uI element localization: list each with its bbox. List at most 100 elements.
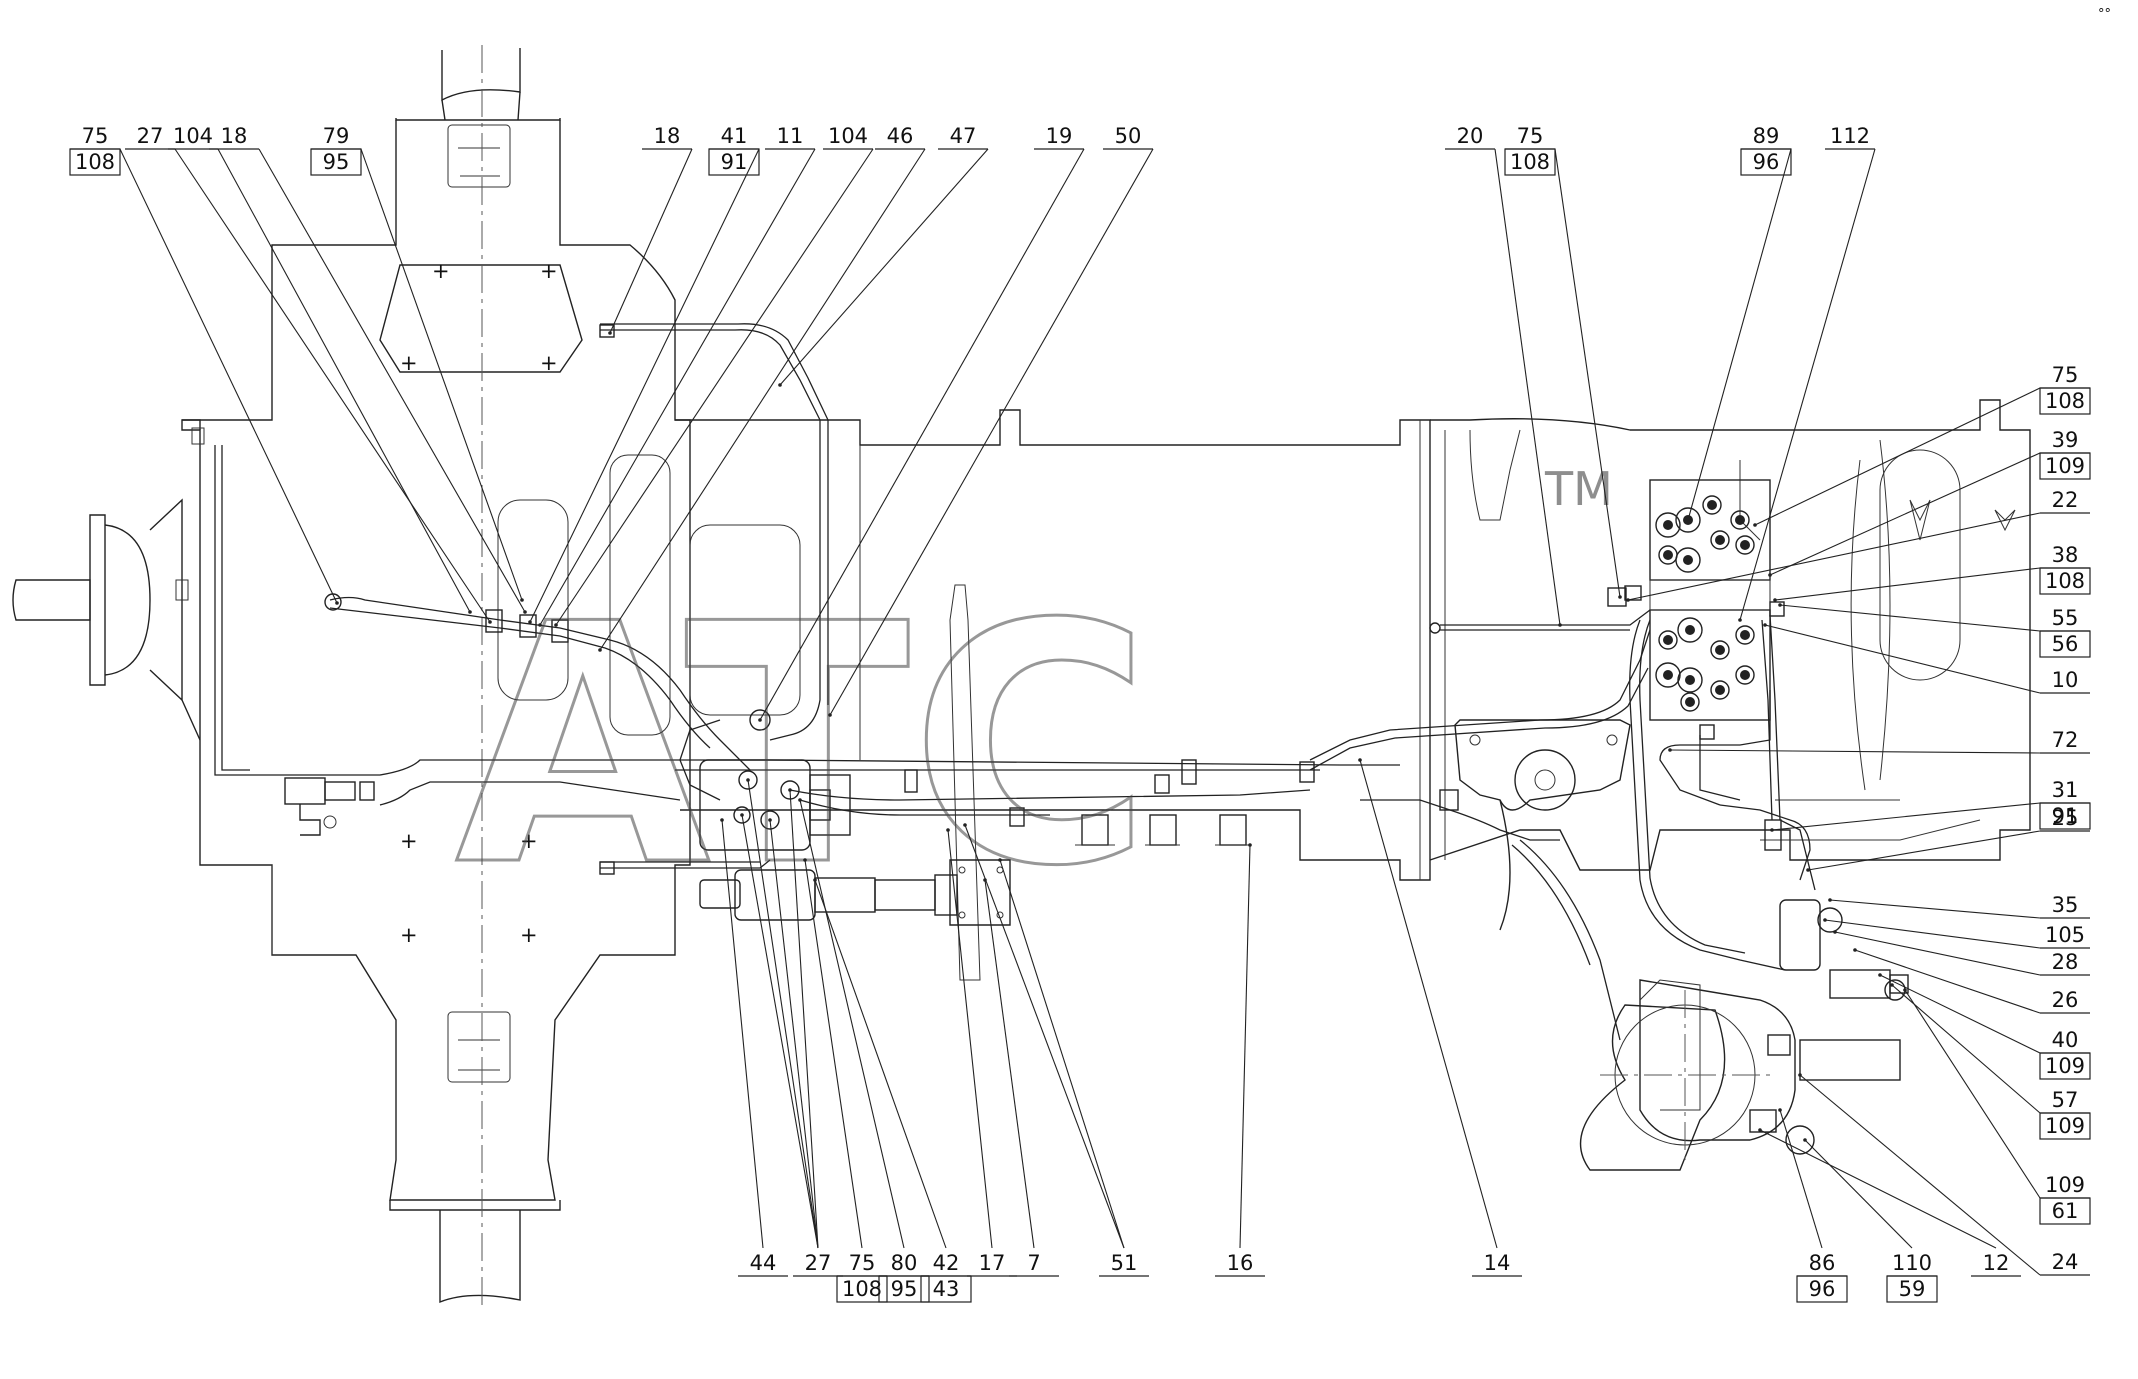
callout-r3: 22	[1626, 488, 2090, 602]
callout-sublabel: 108	[1510, 150, 1550, 174]
callout-sublabel: 61	[2052, 1199, 2079, 1223]
callout-label: 75	[82, 124, 109, 148]
corner-mark: °°	[2098, 7, 2111, 22]
left-valve-cluster	[284, 709, 851, 851]
transmission-body	[675, 409, 1431, 981]
callout-label: 39	[2052, 428, 2079, 452]
callout-label: 75	[1517, 124, 1544, 148]
callout-sublabel: 95	[323, 150, 350, 174]
callout-t17: 112	[1738, 124, 1876, 622]
callout-label: 46	[887, 124, 914, 148]
callout-r10: 35	[1828, 893, 2090, 919]
callout-label: 50	[1115, 124, 1142, 148]
callout-sublabel: 95	[891, 1277, 918, 1301]
callout-label: 51	[1111, 1251, 1138, 1275]
front-axle-housing: + + + + + + + +	[181, 45, 801, 1305]
callout-label: 14	[1484, 1251, 1511, 1275]
callout-label: 104	[828, 124, 868, 148]
callout-label: 27	[805, 1251, 832, 1275]
svg-text:+: +	[432, 259, 450, 283]
callout-label: 104	[173, 124, 213, 148]
left-flange	[12, 419, 205, 741]
callout-label: 47	[950, 124, 977, 148]
callout-sublabel: 96	[1809, 1277, 1836, 1301]
svg-text:+: +	[540, 351, 558, 375]
callout-label: 105	[2045, 923, 2085, 947]
callout-sublabel: 109	[2045, 1114, 2085, 1138]
callout-label: 79	[323, 124, 350, 148]
callout-t9: 104	[554, 124, 874, 627]
callout-label: 11	[777, 124, 804, 148]
callout-b6: 17	[946, 828, 1017, 1277]
control-valve-block	[1649, 479, 1771, 721]
svg-text:+: +	[540, 259, 558, 283]
callout-t14: 20	[1445, 124, 1562, 627]
callout-label: 42	[933, 1251, 960, 1275]
callout-label: 31	[2052, 778, 2079, 802]
callout-sublabel: 91	[2052, 804, 2079, 828]
callout-t11: 47	[778, 124, 989, 387]
watermark-tm: TM	[1544, 462, 1613, 516]
callout-b2: 27	[740, 778, 843, 1277]
svg-text:+: +	[520, 829, 538, 853]
callout-sublabel: 108	[2045, 569, 2085, 593]
callout-r13: 26	[1853, 948, 2090, 1014]
callout-t13: 50	[828, 124, 1154, 717]
callout-t8: 11	[538, 124, 816, 627]
watermark: ATC	[455, 554, 1152, 938]
callout-r11: 105	[1823, 918, 2090, 949]
callout-sublabel: 108	[2045, 389, 2085, 413]
callout-b7: 7	[983, 878, 1059, 1277]
svg-text:+: +	[400, 351, 418, 375]
callout-label: 109	[2045, 1173, 2085, 1197]
callout-sublabel: 43	[933, 1277, 960, 1301]
callout-sublabel: 108	[75, 150, 115, 174]
callout-label: 20	[1457, 124, 1484, 148]
callout-label: 35	[2052, 893, 2079, 917]
callout-t4: 18	[209, 124, 527, 614]
callout-label: 7	[1027, 1251, 1040, 1275]
callout-t2: 27	[125, 124, 492, 624]
callout-label: 22	[2052, 488, 2079, 512]
callout-label: 16	[1227, 1251, 1254, 1275]
callout-r7: 72	[1668, 728, 2090, 754]
callout-label: 89	[1753, 124, 1780, 148]
callout-label: 19	[1046, 124, 1073, 148]
callout-b13: 12	[1758, 1128, 2021, 1277]
callout-sublabel: 96	[1753, 150, 1780, 174]
callout-label: 110	[1892, 1251, 1932, 1275]
callout-label: 40	[2052, 1028, 2079, 1052]
hydraulic-lines	[214, 323, 1816, 1041]
callout-b9: 16	[1215, 843, 1265, 1277]
brake-cylinder-assembly	[699, 859, 1011, 926]
callout-label: 75	[849, 1251, 876, 1275]
callout-label: 26	[2052, 988, 2079, 1012]
svg-text:+: +	[520, 923, 538, 947]
callout-b10: 14	[1358, 758, 1522, 1277]
callout-t6: 18	[608, 124, 693, 335]
callout-label: 41	[721, 124, 748, 148]
callout-t10: 46	[598, 124, 926, 652]
callout-t12: 19	[758, 124, 1085, 722]
svg-text:+: +	[400, 829, 418, 853]
callout-label: 55	[2052, 606, 2079, 630]
callout-t3: 104	[168, 124, 472, 614]
lower-right-pump	[1639, 899, 1909, 1155]
callout-b8: 51	[963, 823, 1149, 1277]
callout-label: 57	[2052, 1088, 2079, 1112]
